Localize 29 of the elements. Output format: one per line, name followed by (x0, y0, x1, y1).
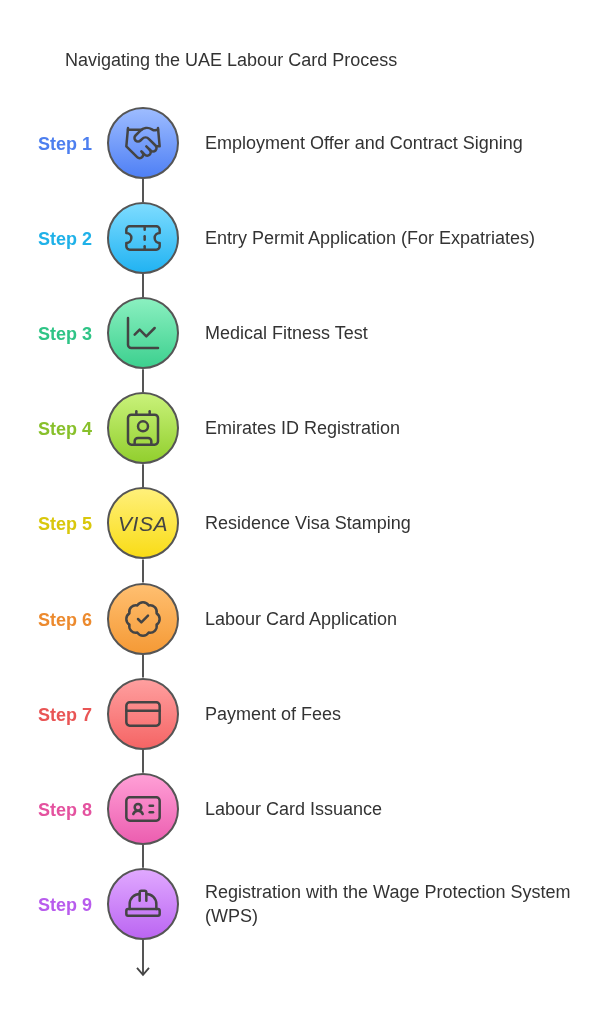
step-label: Step 9 (37, 893, 92, 917)
connector-line (142, 368, 144, 394)
step-description: Medical Fitness Test (205, 322, 368, 346)
step-label: Step 1 (37, 133, 92, 156)
step-label: Step 5 (37, 513, 92, 537)
step-label: Step 2 (37, 228, 92, 252)
connector-line (142, 178, 144, 204)
step-description: Labour Card Issuance (205, 797, 383, 821)
step-label: Step 3 (37, 323, 92, 347)
step-label: Step 6 (37, 608, 92, 632)
connector-line (142, 653, 144, 679)
connector-line (142, 273, 144, 299)
diagram-title: Navigating the UAE Labour Card Process (65, 49, 398, 72)
arrow (136, 938, 150, 976)
connector-line (142, 843, 144, 869)
step-description: Emirates ID Registration (205, 417, 401, 441)
step-description: Employment Offer and Contract Signing (205, 132, 523, 155)
connector-line (142, 748, 144, 774)
step-label: Step 8 (37, 798, 92, 822)
step-description: Residence Visa Stamping (205, 512, 411, 536)
step-description: Entry Permit Application (For Expatriates) (205, 227, 536, 251)
step-label: Step 7 (37, 703, 92, 727)
step-description: Labour Card Application (205, 607, 398, 631)
connector-line (142, 558, 144, 584)
step-description: Payment of Fees (205, 702, 342, 726)
connector-line (142, 463, 144, 489)
step-description: Registration with the Wage Protection System (WPS) (205, 880, 572, 928)
visa-text: VISA (118, 510, 168, 537)
step-label: Step 4 (37, 418, 92, 442)
